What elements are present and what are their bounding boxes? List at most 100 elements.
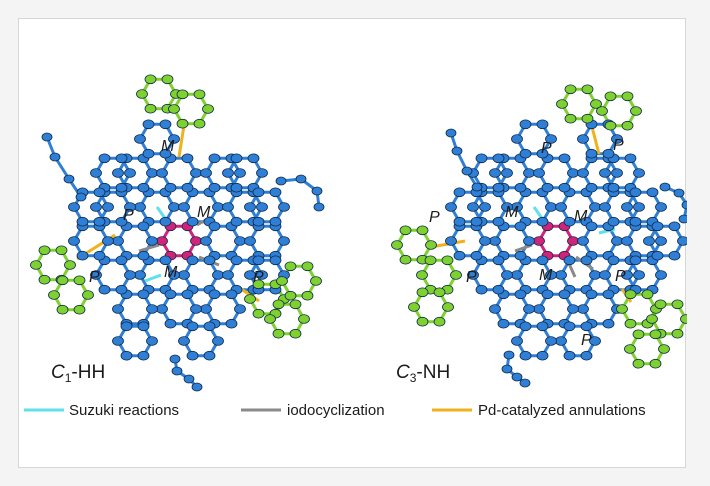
atom <box>479 202 491 212</box>
atom <box>142 119 155 130</box>
helicity-label: M <box>161 138 175 155</box>
atom <box>514 289 527 300</box>
atom <box>536 255 549 266</box>
atom <box>289 328 302 339</box>
atom <box>137 221 150 232</box>
atom <box>137 289 150 300</box>
helicity-label: P <box>89 269 100 286</box>
atom <box>545 202 557 212</box>
atom <box>208 289 221 300</box>
atom <box>169 354 181 364</box>
atom <box>523 168 535 178</box>
atom <box>73 304 86 315</box>
atom <box>470 216 483 227</box>
atom <box>186 216 199 227</box>
atom <box>212 270 224 280</box>
atom <box>234 304 246 314</box>
atom <box>607 182 620 193</box>
atom <box>222 168 234 178</box>
atom <box>284 261 297 272</box>
atom <box>536 216 549 227</box>
atom <box>252 216 265 227</box>
atom <box>545 270 557 280</box>
atom <box>244 270 256 280</box>
atom <box>230 255 243 266</box>
atom <box>203 350 216 361</box>
atom <box>558 289 571 300</box>
atom <box>629 187 642 198</box>
helicity-label: P <box>429 209 440 226</box>
atom <box>541 289 554 300</box>
atom <box>212 336 224 346</box>
atom <box>252 308 265 319</box>
atom <box>475 153 488 164</box>
atom <box>230 182 243 193</box>
atom <box>649 358 662 369</box>
atom <box>649 329 662 340</box>
atom <box>577 134 589 144</box>
atom <box>146 236 158 246</box>
atom <box>136 89 148 99</box>
atom <box>55 245 68 256</box>
legend-label-suzuki: Suzuki reactions <box>69 402 179 419</box>
atom <box>668 250 681 261</box>
atom <box>632 329 645 340</box>
helicity-label: P <box>253 269 264 286</box>
atom <box>178 202 190 212</box>
atom <box>234 168 246 178</box>
atom <box>56 275 69 286</box>
atom <box>193 118 206 129</box>
atom <box>536 350 549 361</box>
atom <box>181 289 194 300</box>
atom <box>124 270 136 280</box>
atom <box>442 302 454 312</box>
atom <box>555 202 567 212</box>
atom <box>497 318 510 329</box>
atom <box>252 279 265 290</box>
atom <box>93 187 106 198</box>
atom <box>310 276 322 286</box>
atom <box>256 168 268 178</box>
atom <box>471 182 483 192</box>
atom <box>501 168 513 178</box>
atom <box>244 236 256 246</box>
atom <box>176 118 189 129</box>
atom <box>82 290 94 300</box>
atom <box>633 202 645 212</box>
atom <box>467 270 479 280</box>
atom <box>655 236 667 246</box>
atom <box>142 148 155 159</box>
atom <box>252 187 265 198</box>
atom <box>41 132 53 142</box>
atom <box>604 91 617 102</box>
atom <box>467 202 479 212</box>
atom <box>555 336 567 346</box>
atom <box>159 119 172 130</box>
atom <box>453 250 466 261</box>
atom <box>272 328 285 339</box>
atom <box>76 216 89 227</box>
atom <box>441 255 454 266</box>
atom <box>159 216 172 227</box>
atom <box>49 152 61 162</box>
atom <box>523 304 535 314</box>
compound-label-c1-hh: C1-HH <box>51 362 105 385</box>
atom <box>115 153 128 164</box>
atom <box>408 302 420 312</box>
atom <box>208 221 221 232</box>
atom <box>124 202 136 212</box>
atom <box>671 328 684 339</box>
atom <box>585 182 598 193</box>
atom <box>533 304 545 314</box>
atom <box>624 153 637 164</box>
atom <box>181 153 194 164</box>
atom <box>671 299 684 310</box>
atom <box>208 182 221 193</box>
atom <box>545 336 557 346</box>
atom <box>48 290 60 300</box>
atom <box>203 321 216 332</box>
atom <box>492 153 505 164</box>
atom <box>599 202 611 212</box>
atom <box>56 304 69 315</box>
atom <box>289 299 302 310</box>
